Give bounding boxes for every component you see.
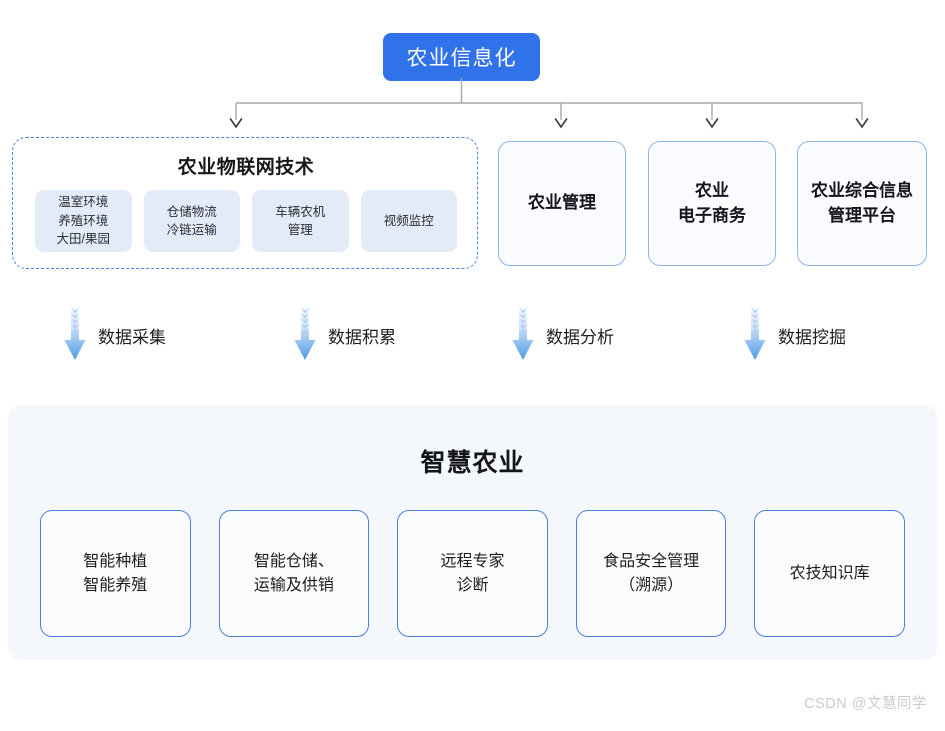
iot-technology-group: 农业物联网技术 温室环境 养殖环境 大田/果园 仓储物流 冷链运输 车辆农机 管… xyxy=(12,137,478,269)
root-node-label: 农业信息化 xyxy=(406,47,517,70)
iot-cell-list: 温室环境 养殖环境 大田/果园 仓储物流 冷链运输 车辆农机 管理 视频监控 xyxy=(35,190,457,252)
smart-agriculture-panel: 智慧农业 智能种植 智能养殖 智能仓储、 运输及供销 远程专家 诊断 xyxy=(8,405,937,660)
flow-step-data-accumulation: 数据积累 xyxy=(292,300,396,370)
smart-card-remote-expert-diagnosis[interactable]: 远程专家 诊断 xyxy=(397,510,548,637)
csdn-watermark: CSDN @文慧同学 xyxy=(804,696,927,712)
pillar-agriculture-management[interactable]: 农业管理 xyxy=(498,141,626,266)
flow-step-data-mining: 数据挖掘 xyxy=(742,300,846,370)
smart-card-line: 运输及供销 xyxy=(253,576,334,594)
iot-cell-line: 管理 xyxy=(287,223,313,237)
pillar-label-line: 农业管理 xyxy=(528,193,596,213)
down-gradient-arrow-icon xyxy=(292,304,318,366)
smart-card-line: （溯源） xyxy=(619,576,684,594)
iot-cell-line: 视频监控 xyxy=(383,213,434,228)
iot-cell-line: 大田/果园 xyxy=(56,232,110,247)
smart-card-agri-knowledge-base[interactable]: 农技知识库 xyxy=(754,510,905,637)
iot-cell-vehicle-machinery[interactable]: 车辆农机 管理 xyxy=(252,190,349,252)
iot-cell-line: 养殖环境 xyxy=(58,213,109,228)
smart-card-line: 智能种植 xyxy=(83,552,148,570)
iot-cell-environment[interactable]: 温室环境 养殖环境 大田/果园 xyxy=(35,190,132,252)
smart-card-planting-breeding[interactable]: 智能种植 智能养殖 xyxy=(40,510,191,637)
smart-card-line: 农技知识库 xyxy=(789,564,870,582)
smart-card-line: 远程专家 xyxy=(440,552,505,570)
pillar-comprehensive-info-platform[interactable]: 农业综合信息 管理平台 xyxy=(797,141,927,266)
smart-card-food-safety-traceability[interactable]: 食品安全管理 （溯源） xyxy=(575,510,727,637)
pillar-label-line: 管理平台 xyxy=(828,205,896,225)
iot-cell-line: 温室环境 xyxy=(58,195,109,210)
iot-cell-line: 冷链运输 xyxy=(166,223,217,237)
root-node-agriculture-informatization[interactable]: 农业信息化 xyxy=(383,33,540,81)
flow-step-data-collection: 数据采集 xyxy=(62,300,166,370)
flow-step-label: 数据积累 xyxy=(328,327,396,347)
down-gradient-arrow-icon xyxy=(742,304,768,366)
flow-step-label: 数据挖掘 xyxy=(778,327,846,347)
flow-step-data-analysis: 数据分析 xyxy=(510,300,614,370)
data-flow-row: 数据采集 数据积累 xyxy=(0,300,945,370)
iot-group-title: 农业物联网技术 xyxy=(177,157,315,178)
down-gradient-arrow-icon xyxy=(62,304,88,366)
down-gradient-arrow-icon xyxy=(510,304,536,366)
iot-cell-video-monitoring[interactable]: 视频监控 xyxy=(360,190,457,252)
smart-agriculture-card-list: 智能种植 智能养殖 智能仓储、 运输及供销 远程专家 诊断 食品安全管理 xyxy=(40,510,905,637)
smart-card-line: 诊断 xyxy=(456,576,489,594)
flow-step-label: 数据采集 xyxy=(98,327,166,347)
pillar-label-line: 农业综合信息 xyxy=(811,180,913,200)
iot-cell-line: 车辆农机 xyxy=(275,204,326,219)
smart-card-line: 食品安全管理 xyxy=(603,552,700,570)
pillar-agriculture-ecommerce[interactable]: 农业 电子商务 xyxy=(648,141,776,266)
pillar-label-line: 农业 xyxy=(695,180,729,200)
smart-card-line: 智能仓储、 xyxy=(253,552,334,570)
flow-step-label: 数据分析 xyxy=(546,327,614,347)
smart-card-storage-transport-supply[interactable]: 智能仓储、 运输及供销 xyxy=(218,510,370,637)
iot-cell-logistics[interactable]: 仓储物流 冷链运输 xyxy=(143,190,240,252)
smart-agriculture-title: 智慧农业 xyxy=(420,449,525,477)
connector-tree xyxy=(229,78,869,129)
iot-cell-line: 仓储物流 xyxy=(166,204,217,219)
pillar-label-line: 电子商务 xyxy=(678,205,746,225)
smart-card-line: 智能养殖 xyxy=(83,576,148,594)
